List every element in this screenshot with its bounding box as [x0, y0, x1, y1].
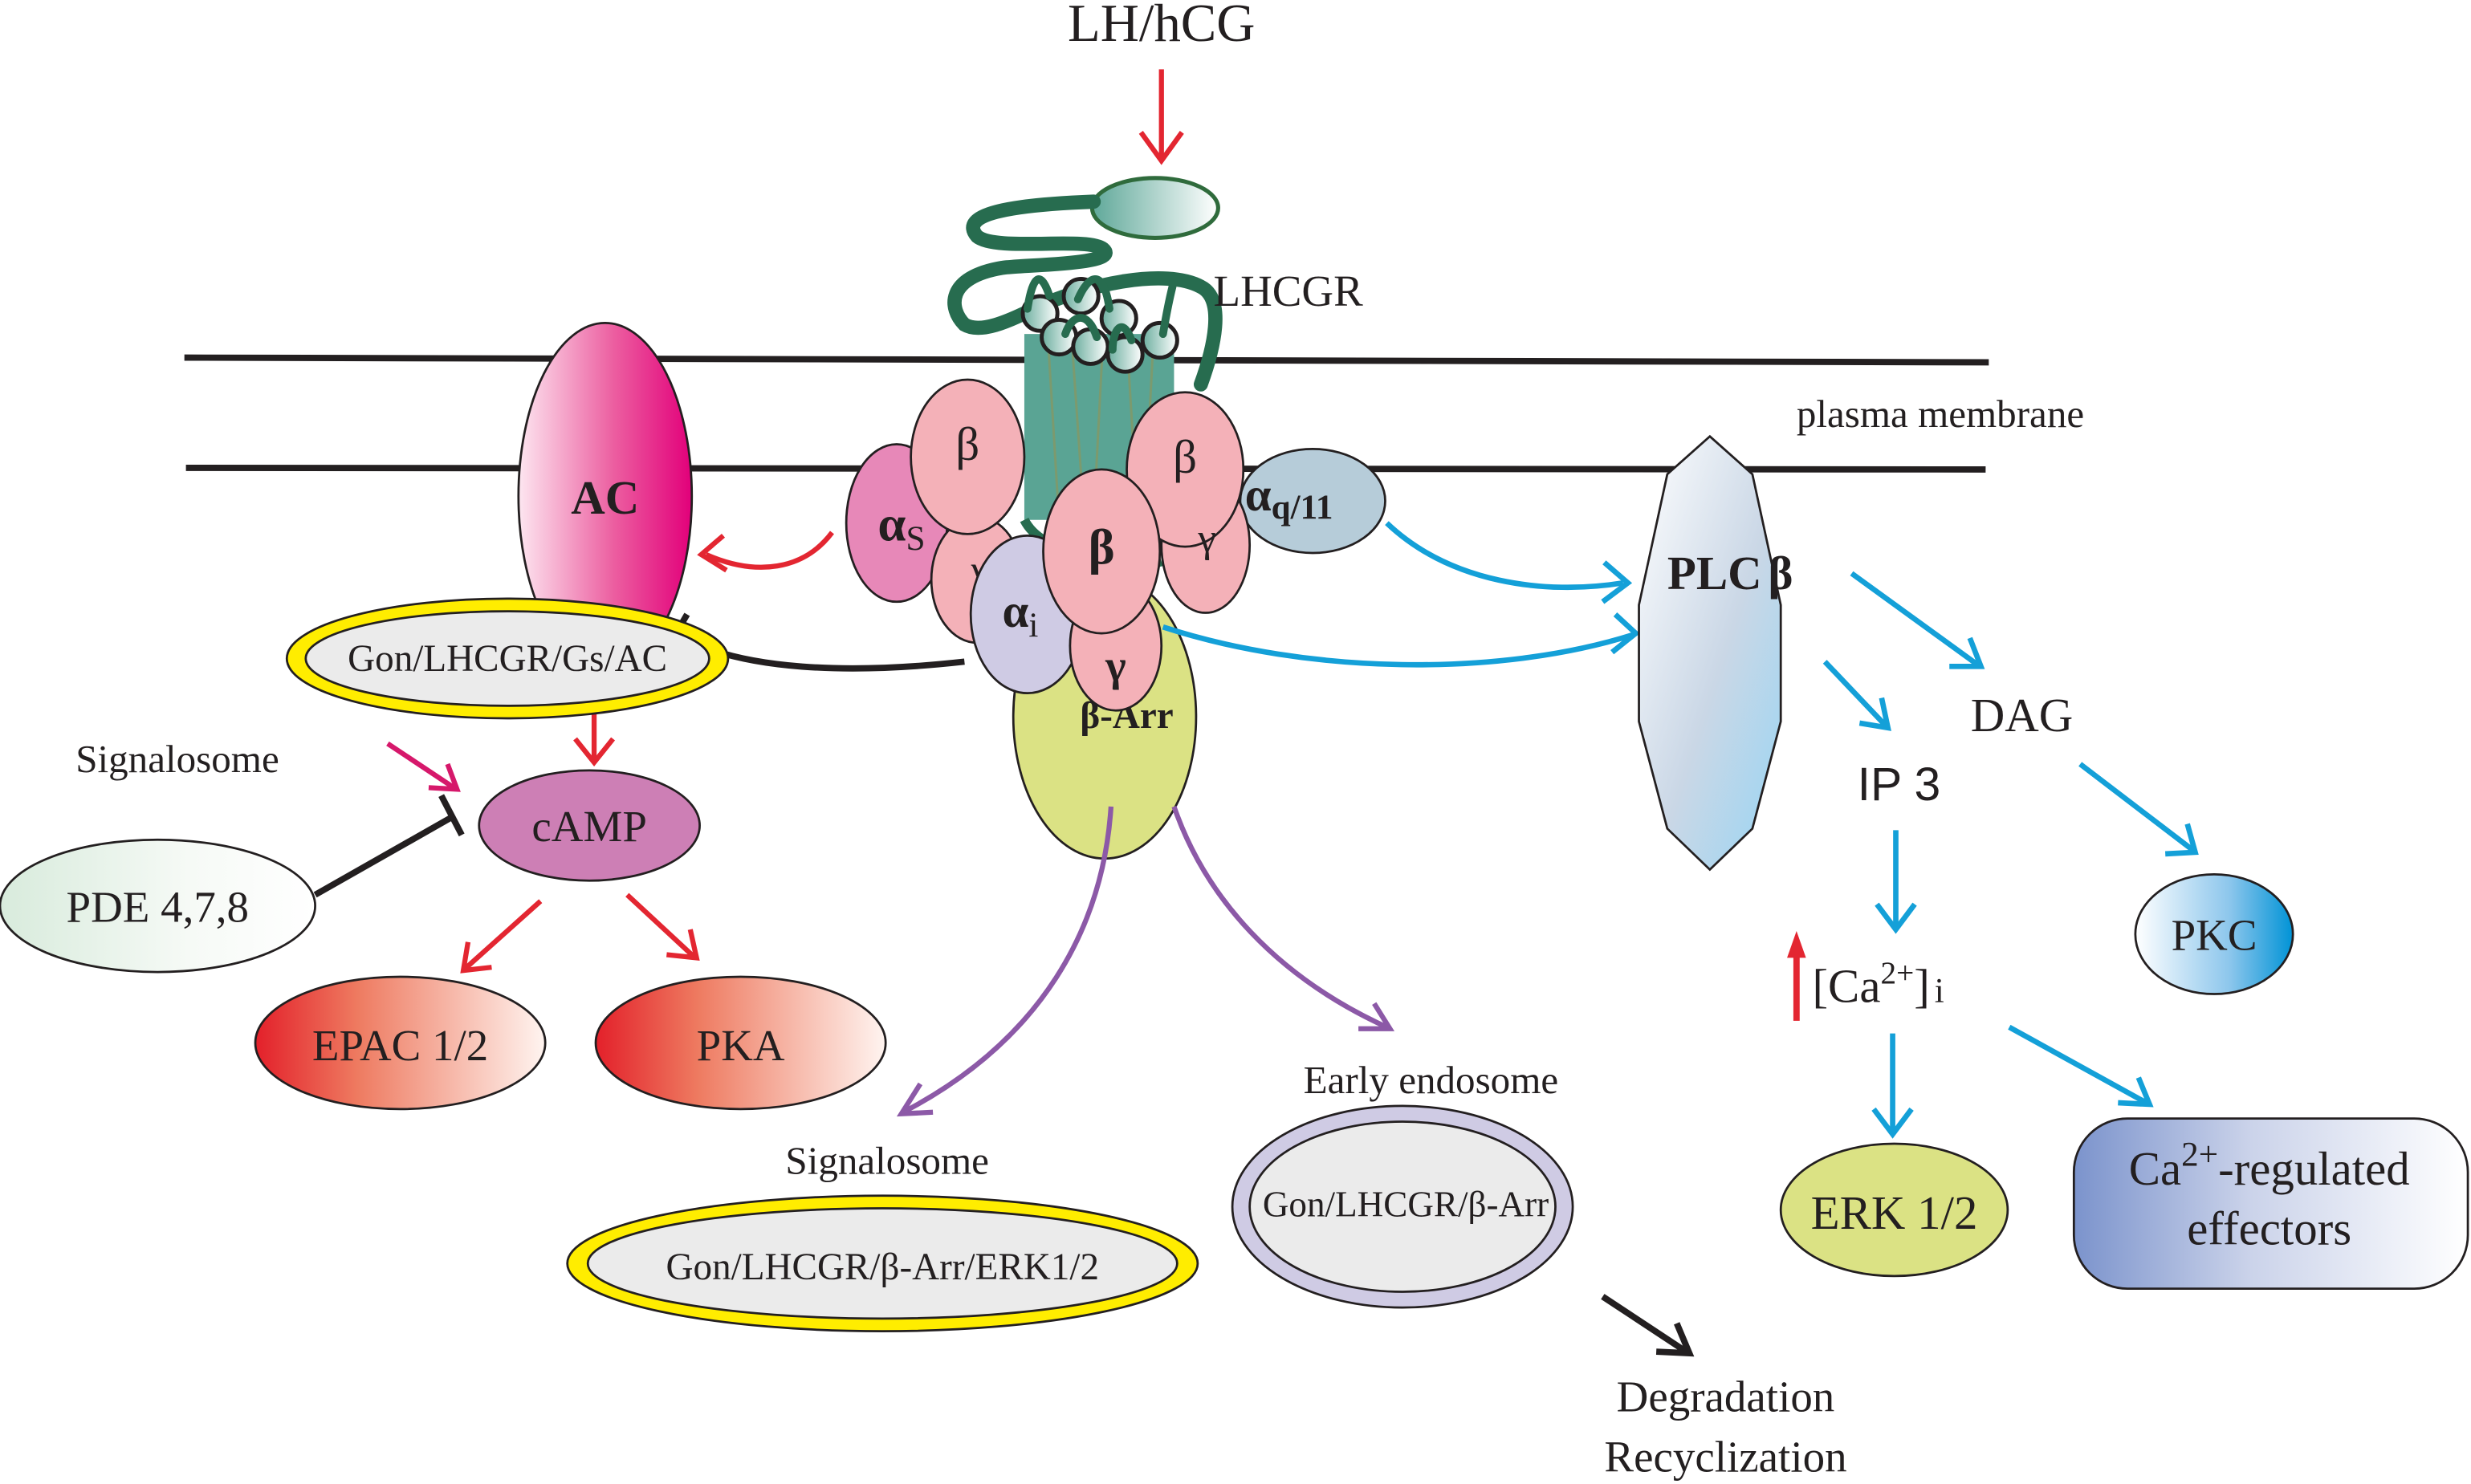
alpha-q11-label: αq/11: [1245, 469, 1333, 527]
erk-label: ERK 1/2: [1811, 1187, 1978, 1239]
pde: [0, 838, 316, 974]
pkc-label: PKC: [2172, 911, 2257, 960]
gi-gamma-label: γ: [1105, 641, 1126, 690]
receptor-loops: [947, 194, 1223, 392]
early-endosome-core: [1248, 1120, 1557, 1293]
plc-beta: [1638, 434, 1782, 872]
signalosome-gs-label: Signalosome: [75, 737, 279, 781]
signalosome-arrestin-label: Signalosome: [785, 1138, 988, 1182]
ip3-to-calcium-arrow: [1875, 830, 1917, 934]
pde-label: PDE 4,7,8: [67, 882, 249, 931]
gi-beta-subunit: [1042, 468, 1162, 635]
alpha-s-label: αS: [877, 495, 925, 558]
pde-inhibits-camp-line: [313, 794, 465, 898]
arrestin-to-endosome-arrow: [1171, 805, 1395, 1031]
ligand-label: LH/hCG: [1068, 0, 1256, 53]
arrestin-to-signalosome-arrow: [896, 806, 1114, 1117]
camp-to-pka-arrow: [625, 892, 700, 961]
alpha-i-label: αi: [1002, 585, 1038, 644]
epac-label: EPAC 1/2: [312, 1021, 488, 1070]
signalosome-gs-complex-label: Gon/LHCGR/Gs/AC: [348, 638, 667, 680]
receptor-label: LHCGR: [1214, 266, 1364, 315]
camp-to-epac-arrow: [460, 899, 543, 974]
signalosome-arrestin-core: [586, 1207, 1179, 1320]
dag-label: DAG: [1971, 689, 2074, 742]
plc-to-ip3-arrow: [1822, 660, 1891, 731]
early-endosome-label: Early endosome: [1304, 1058, 1558, 1102]
signalosome-arrestin-complex-label: Gon/LHCGR/β-Arr/ERK1/2: [666, 1246, 1100, 1288]
calcium-to-effectors-arrow: [2008, 1024, 2154, 1108]
signalosome-to-camp-arrow: [386, 741, 461, 792]
calcium-to-erk-arrow: [1871, 1033, 1914, 1139]
pka: [594, 975, 887, 1111]
adenylyl-cyclase-label: AC: [571, 472, 639, 524]
gi-to-plc-arrow: [1162, 612, 1640, 668]
epac: [254, 975, 547, 1111]
camp: [478, 769, 701, 882]
effectors-label-line2: effectors: [2187, 1203, 2351, 1255]
camp-label: cAMP: [531, 802, 647, 851]
calcium-increase-icon: [1787, 931, 1806, 1021]
plasma-membrane-label: plasma membrane: [1797, 392, 2084, 436]
intracellular-calcium-label: [Ca2+]i: [1812, 956, 1944, 1013]
gs-activates-ac-arrow: [697, 531, 834, 573]
fate-degradation-label: Degradation: [1617, 1372, 1835, 1421]
gq-to-plc-arrow: [1385, 521, 1633, 604]
gq-beta-label: β: [1173, 431, 1197, 483]
gq-beta-subunit: [1126, 391, 1245, 548]
endosome-to-fate-arrow: [1601, 1294, 1695, 1357]
pka-label: PKA: [697, 1021, 785, 1070]
pkc: [2134, 873, 2294, 995]
gs-beta-label: β: [955, 418, 979, 470]
dag-to-pkc-arrow: [2078, 762, 2199, 857]
early-endosome-complex-label: Gon/LHCGR/β-Arr: [1263, 1184, 1549, 1224]
calcium-regulated-effectors: [2072, 1117, 2469, 1290]
gq11-protein: [1126, 391, 1386, 614]
effectors-label-line1: Ca2+-regulated: [2129, 1136, 2410, 1196]
gi-protein: [969, 468, 1163, 712]
gq-gamma-label: γ: [1197, 516, 1216, 561]
receptor-ectodomain: [1089, 176, 1220, 240]
plc-to-dag-arrow: [1850, 571, 1985, 669]
ip3-label: IP 3: [1858, 758, 1941, 811]
signalosome-gs-core: [304, 610, 710, 707]
ligand-binding-arrow: [1138, 69, 1184, 165]
fate-recyclization-label: Recyclization: [1604, 1432, 1846, 1481]
erk: [1779, 1142, 2009, 1278]
gs-beta-subunit: [910, 378, 1026, 535]
gi-beta-label: β: [1089, 519, 1115, 575]
